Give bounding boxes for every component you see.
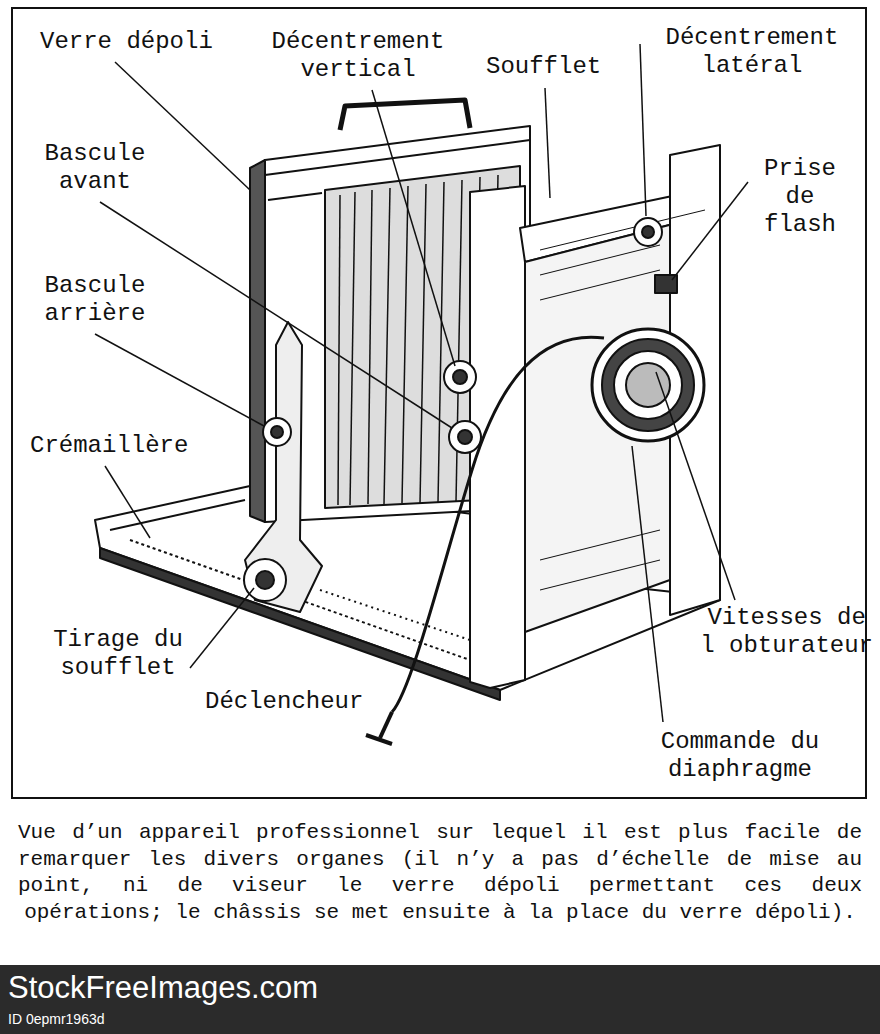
- part-label: Verre dépoli: [40, 28, 213, 56]
- watermark-id: ID 0epmr1963d: [8, 1010, 105, 1028]
- figure-caption: Vue d’un appareil professionnel sur lequ…: [18, 820, 862, 927]
- leader-lines: [95, 44, 748, 722]
- part-label: Commande du diaphragme: [645, 728, 834, 784]
- part-label: Prise de flash: [756, 155, 844, 239]
- watermark: StockFreeImages.com: [8, 970, 318, 1006]
- part-label: Décentrement vertical: [263, 28, 452, 84]
- part-label: Crémaillère: [30, 432, 188, 460]
- part-label: Décentrement latéral: [657, 24, 846, 80]
- part-label: Vitesses de l obturateur: [699, 604, 874, 660]
- part-label: Déclencheur: [205, 688, 363, 716]
- part-label: Tirage du soufflet: [38, 626, 198, 682]
- part-label: Soufflet: [486, 53, 601, 81]
- part-label: Bascule avant: [36, 140, 153, 196]
- frame: [12, 8, 866, 798]
- part-label: Bascule arrière: [36, 272, 153, 328]
- camera-body: [95, 100, 720, 744]
